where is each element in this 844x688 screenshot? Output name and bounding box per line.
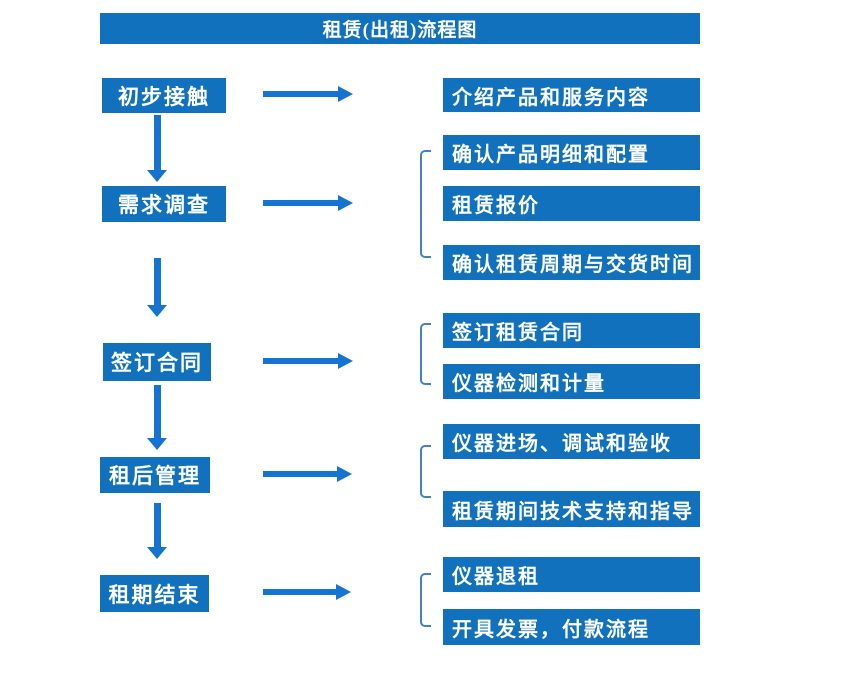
right-arrow-icon-3 — [263, 353, 353, 369]
stage-box-demand-survey: 需求调查 — [102, 186, 226, 222]
flowchart-title: 租赁(出租)流程图 — [100, 13, 700, 44]
right-arrow-icon-4 — [263, 466, 352, 482]
detail-box-4-2: 租赁期间技术支持和指导 — [443, 491, 700, 527]
arrow-stem — [153, 258, 161, 305]
arrow-head — [147, 547, 167, 559]
group-bracket-2 — [420, 150, 431, 258]
stage-box-post-rental-management: 租后管理 — [100, 457, 210, 493]
arrow-stem — [263, 358, 338, 364]
right-arrow-icon-5 — [263, 584, 351, 600]
down-arrow-icon-4 — [147, 503, 167, 559]
group-bracket-4 — [420, 445, 431, 498]
detail-box-5-1: 仪器退租 — [443, 557, 700, 592]
right-arrow-icon-1 — [263, 86, 353, 102]
arrow-head — [336, 584, 351, 600]
detail-box-2-2: 租赁报价 — [443, 186, 700, 221]
detail-box-2-3: 确认租赁周期与交货时间 — [443, 245, 700, 280]
arrow-head — [338, 195, 353, 211]
group-bracket-3 — [420, 323, 431, 385]
stage-box-lease-end: 租期结束 — [100, 575, 209, 612]
arrow-stem — [263, 200, 338, 206]
arrow-stem — [153, 503, 161, 547]
arrow-head — [147, 305, 167, 317]
right-arrow-icon-2 — [263, 195, 353, 211]
detail-box-3-2: 仪器检测和计量 — [443, 364, 700, 399]
arrow-head — [147, 438, 167, 450]
arrow-head — [338, 86, 353, 102]
arrow-stem — [263, 91, 338, 97]
detail-box-4-1: 仪器进场、调试和验收 — [443, 424, 700, 459]
arrow-stem — [263, 589, 336, 595]
arrow-head — [338, 353, 353, 369]
down-arrow-icon-1 — [147, 115, 167, 182]
stage-box-sign-contract: 签订合同 — [103, 343, 211, 381]
stage-box-initial-contact: 初步接触 — [102, 78, 226, 113]
detail-box-1-1: 介绍产品和服务内容 — [443, 78, 700, 112]
detail-box-3-1: 签订租赁合同 — [443, 313, 700, 348]
detail-box-5-2: 开具发票，付款流程 — [443, 609, 700, 645]
down-arrow-icon-2 — [147, 258, 167, 317]
arrow-head — [147, 170, 167, 182]
arrow-head — [337, 466, 352, 482]
group-bracket-5 — [420, 573, 431, 627]
arrow-stem — [153, 385, 161, 438]
down-arrow-icon-3 — [147, 385, 167, 450]
arrow-stem — [263, 471, 337, 477]
arrow-stem — [153, 115, 161, 170]
detail-box-2-1: 确认产品明细和配置 — [443, 135, 700, 170]
